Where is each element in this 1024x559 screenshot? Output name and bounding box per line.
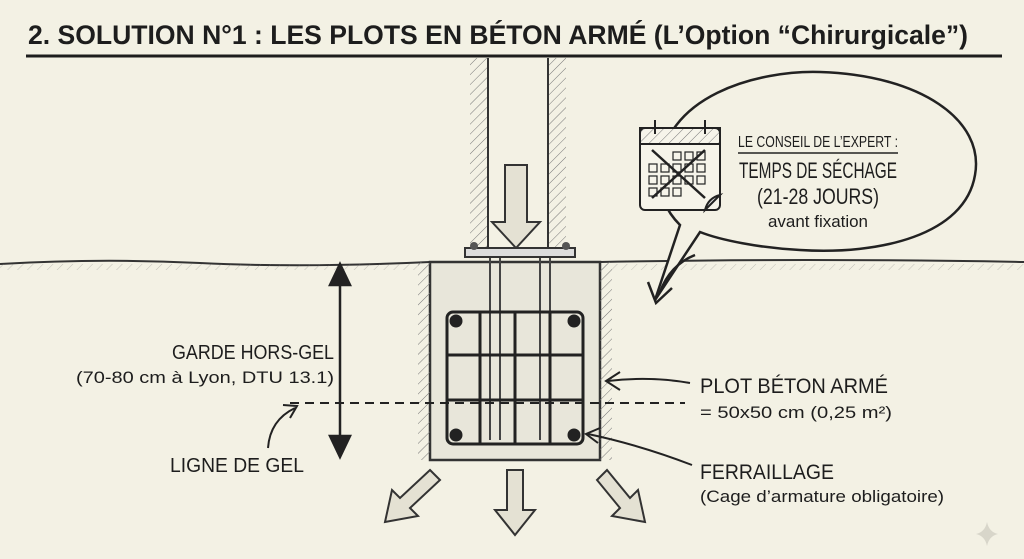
page-title: 2. SOLUTION N°1 : LES PLOTS EN BÉTON ARM… — [28, 19, 968, 50]
drying-time-value: (21-28 JOURS) — [757, 184, 879, 209]
ground-load-arrows — [383, 468, 647, 537]
calendar-icon — [639, 120, 724, 214]
plot-size-label: = 50x50 cm (0,25 m²) — [700, 403, 892, 422]
sparkle-icon — [976, 522, 998, 546]
post — [470, 58, 566, 250]
drying-time-title: TEMPS DE SÉCHAGE — [739, 158, 897, 183]
rebar-label: FERRAILLAGE — [700, 461, 834, 484]
frost-guard-label: GARDE HORS-GEL — [172, 342, 334, 364]
load-arrow-icon — [489, 164, 543, 250]
base-plate — [464, 247, 576, 258]
depth-double-arrow-icon — [328, 261, 352, 460]
rebar-cage — [445, 310, 585, 446]
expert-tip-bubble — [653, 70, 978, 301]
rebar-pointer-icon — [587, 433, 693, 466]
expert-tip-heading: LE CONSEIL DE L’EXPERT : — [738, 134, 898, 151]
plot-label: PLOT BÉTON ARMÉ — [700, 375, 888, 398]
drying-time-note: avant fixation — [768, 212, 868, 231]
frost-line-label: LIGNE DE GEL — [170, 455, 304, 477]
rebar-detail: (Cage d’armature obligatoire) — [700, 487, 944, 506]
plot-pointer-icon — [607, 377, 691, 384]
frost-line-pointer-icon — [267, 407, 296, 449]
frost-guard-detail: (70-80 cm à Lyon, DTU 13.1) — [76, 368, 334, 387]
